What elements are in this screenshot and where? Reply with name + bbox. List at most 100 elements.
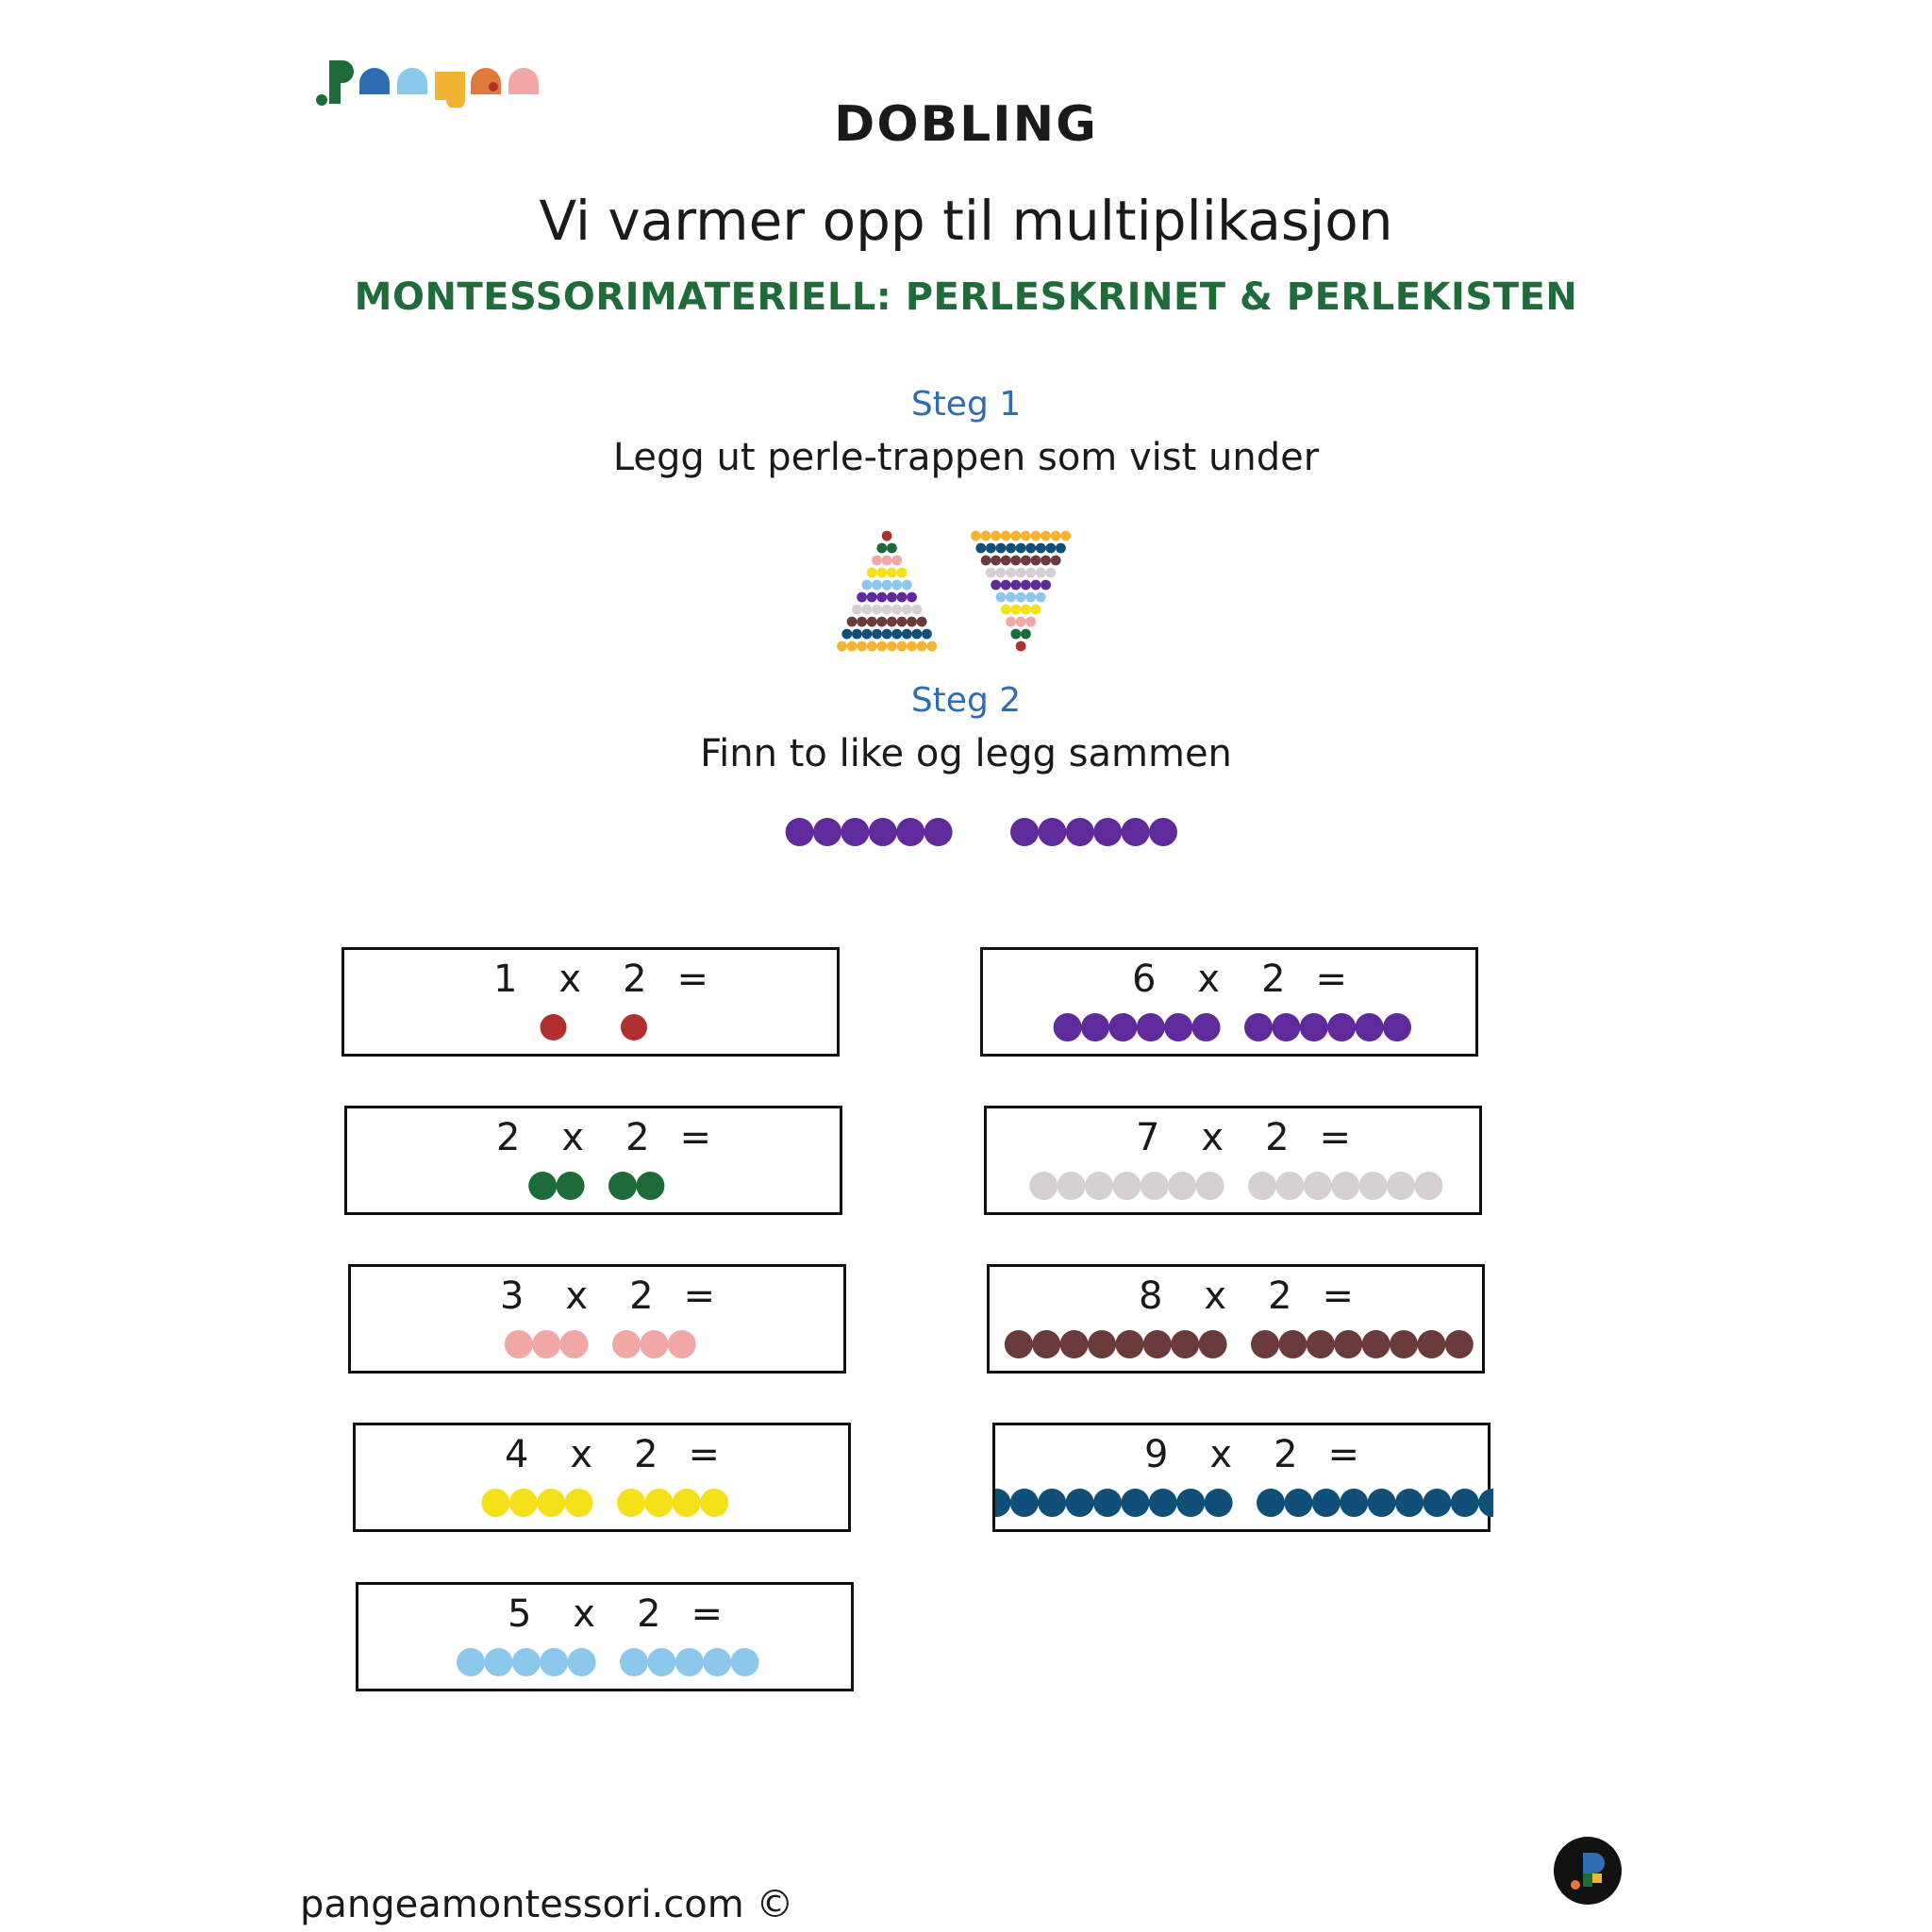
bead [891, 628, 903, 640]
card-bead-bars [1029, 1172, 1443, 1200]
bead [991, 579, 1002, 591]
bead [540, 1648, 569, 1676]
bead [841, 818, 870, 846]
bead [1060, 530, 1072, 541]
card-bead-bars [540, 1014, 647, 1041]
bead [1025, 567, 1037, 578]
bead [995, 1489, 1011, 1517]
card-equals-sign: = [683, 1274, 716, 1318]
bead [876, 591, 888, 603]
bead [1121, 818, 1150, 846]
bead [528, 1172, 558, 1200]
step-2-label: Steg 2 [910, 681, 1022, 720]
card-multiplier: 2 [629, 1274, 654, 1318]
bead [667, 1330, 696, 1358]
card-multiplicand: 8 [1138, 1274, 1163, 1318]
bead [1093, 1489, 1122, 1517]
bead [881, 530, 892, 541]
document-subtitle: Vi varmer opp til multiplikasjon [539, 189, 1393, 253]
bead [1361, 1330, 1391, 1358]
bead [901, 628, 912, 640]
bead [876, 542, 888, 554]
bead [846, 616, 858, 627]
bead [644, 1489, 674, 1517]
bead [1423, 1489, 1452, 1517]
bead [861, 628, 873, 640]
card-multiplier: 2 [1265, 1116, 1290, 1159]
card-times-sign: x [1204, 1274, 1227, 1318]
bead [857, 591, 868, 603]
bead [872, 579, 882, 591]
bead [866, 567, 877, 578]
bead [1010, 530, 1022, 541]
bead [985, 542, 996, 554]
bead [866, 591, 877, 603]
bead [556, 1172, 585, 1200]
bead [1021, 530, 1031, 541]
bead [1010, 818, 1039, 846]
bead [887, 567, 897, 578]
bead [1000, 604, 1011, 615]
bead [872, 604, 882, 615]
bead [1478, 1489, 1493, 1517]
bead [846, 641, 858, 652]
bead [866, 641, 877, 652]
bead [881, 579, 892, 591]
bead [1021, 604, 1031, 615]
bead [881, 555, 892, 566]
bead [1085, 1172, 1113, 1200]
card-equals-sign: = [691, 1592, 724, 1636]
bead [911, 628, 923, 640]
card-multiplier: 2 [1274, 1433, 1298, 1476]
bead [567, 1648, 596, 1676]
bead [1050, 555, 1061, 566]
bead [841, 628, 853, 640]
bead [1331, 1172, 1360, 1200]
bead [559, 1330, 589, 1358]
bead [995, 591, 1007, 603]
bead [1045, 542, 1057, 554]
bead [1164, 1013, 1193, 1041]
bead [532, 1330, 561, 1358]
bead [861, 604, 873, 615]
bead [857, 641, 868, 652]
bead [1025, 542, 1037, 554]
bead [785, 818, 814, 846]
bead [1093, 818, 1123, 846]
bead [1010, 555, 1022, 566]
bead [887, 641, 897, 652]
bead [1444, 1330, 1474, 1358]
bead [1057, 1172, 1086, 1200]
bead [881, 604, 892, 615]
bead [876, 567, 888, 578]
bead [975, 542, 987, 554]
card-multiplier: 2 [634, 1433, 658, 1476]
bead [896, 567, 908, 578]
bead [896, 641, 908, 652]
bead [1367, 1489, 1396, 1517]
card-times-sign: x [561, 1116, 585, 1159]
card-bead-bars [457, 1648, 759, 1676]
card-multiplier: 2 [623, 958, 647, 1001]
card-times-sign: x [1197, 958, 1221, 1001]
bead [1299, 1013, 1328, 1041]
card-multiplicand: 6 [1131, 958, 1157, 1001]
bead [916, 641, 927, 652]
bead [1142, 1330, 1172, 1358]
bead [985, 567, 996, 578]
card-bead-bars [504, 1330, 696, 1358]
bead [881, 628, 892, 640]
bead [924, 818, 953, 846]
bead [1251, 1330, 1279, 1358]
step-1-label: Steg 1 [910, 385, 1022, 424]
bead [926, 641, 938, 652]
card-bead-bars [1004, 1330, 1474, 1358]
bead [876, 616, 888, 627]
step-2-instruction: Finn to like og legg sammen [700, 732, 1232, 775]
bead [1171, 1330, 1200, 1358]
